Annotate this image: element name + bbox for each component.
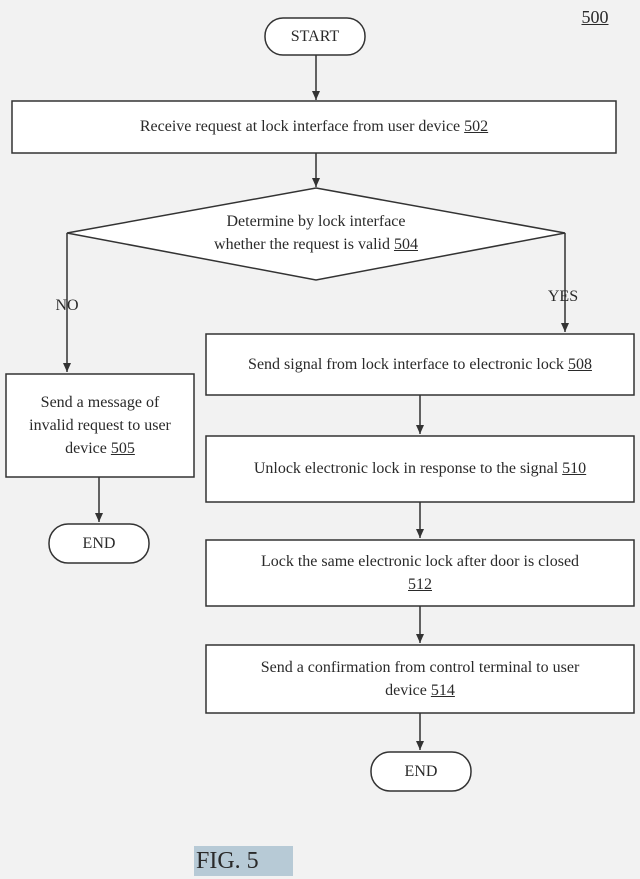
step-510-ref: 510 — [562, 460, 587, 477]
start-label: START — [290, 28, 340, 45]
step-512-text: Lock the same electronic lock after door… — [206, 550, 634, 596]
decision-504-diamond — [66, 187, 566, 281]
step-505-line1: Send a message of — [40, 394, 160, 411]
step-512-box — [205, 539, 635, 607]
step-510-label: Unlock electronic lock in response to th… — [253, 460, 559, 477]
yes-branch-label: YES — [547, 288, 579, 305]
step-505-ref: 505 — [110, 440, 135, 457]
step-502-text: Receive request at lock interface from u… — [12, 115, 616, 138]
end-left-terminal-shape — [48, 523, 150, 564]
decision-504-ref: 504 — [393, 236, 418, 253]
step-514-ref: 514 — [430, 682, 455, 699]
step-505-line2: invalid request to user — [29, 417, 171, 434]
figure-caption: FIG. 5 — [194, 846, 293, 876]
step-505-line3: device — [65, 440, 107, 457]
start-terminal-shape — [264, 17, 366, 56]
step-505-box — [5, 373, 195, 478]
step-508-ref: 508 — [567, 356, 592, 373]
step-508-text: Send signal from lock interface to elect… — [206, 353, 634, 376]
step-508-label: Send signal from lock interface to elect… — [248, 356, 564, 373]
step-502-ref: 502 — [464, 118, 489, 135]
step-514-text: Send a confirmation from control termina… — [206, 656, 634, 702]
decision-504-line1: Determine by lock interface — [226, 213, 406, 230]
end-left-label: END — [82, 535, 116, 552]
figure-reference-number: 500 — [581, 7, 609, 27]
decision-504-line2-row: whether the request is valid 504 — [166, 233, 466, 256]
decision-504-text: Determine by lock interface whether the … — [166, 210, 466, 256]
step-510-text: Unlock electronic lock in response to th… — [206, 457, 634, 480]
step-510-box — [205, 435, 635, 503]
step-512-line1: Lock the same electronic lock after door… — [260, 553, 580, 570]
step-514-line2: device — [385, 682, 427, 699]
no-branch-label: NO — [55, 297, 79, 314]
step-514-box — [205, 644, 635, 714]
step-505-text: Send a message of invalid request to use… — [6, 391, 194, 460]
end-right-label: END — [404, 763, 438, 780]
step-508-box — [205, 333, 635, 396]
end-right-terminal-shape — [370, 751, 472, 792]
step-514-line1: Send a confirmation from control termina… — [260, 659, 580, 676]
step-505-line3-row: device 505 — [6, 437, 194, 460]
step-502-box — [11, 100, 617, 154]
step-502-label: Receive request at lock interface from u… — [139, 118, 461, 135]
step-512-ref: 512 — [408, 576, 432, 593]
decision-504-line2: whether the request is valid — [214, 236, 390, 253]
step-514-line2-row: device 514 — [206, 679, 634, 702]
